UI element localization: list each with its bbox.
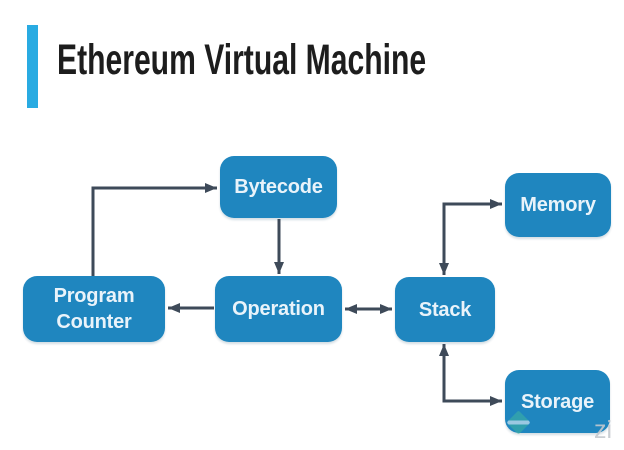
node-memory: Memory [505, 173, 611, 237]
node-storage-label: Storage [520, 390, 595, 413]
page-title: Ethereum Virtual Machine [57, 36, 427, 84]
node-program-counter: Program Counter [23, 276, 165, 342]
node-stack: Stack [395, 277, 495, 342]
node-operation: Operation [215, 276, 342, 342]
node-stack-label: Stack [418, 298, 472, 321]
title-accent-bar [27, 25, 38, 108]
node-operation-label: Operation [232, 298, 325, 320]
arrow-program-counter-to-bytecode [91, 183, 217, 277]
node-memory-label: Memory [520, 194, 596, 216]
watermark-text: zi [594, 416, 613, 444]
node-bytecode-label: Bytecode [234, 176, 323, 198]
node-program-counter-label: Program Counter [53, 285, 135, 333]
arrow-stack-memory-bidirectional [439, 199, 502, 275]
arrow-stack-storage-bidirectional [439, 344, 502, 406]
node-bytecode: Bytecode [220, 156, 337, 218]
